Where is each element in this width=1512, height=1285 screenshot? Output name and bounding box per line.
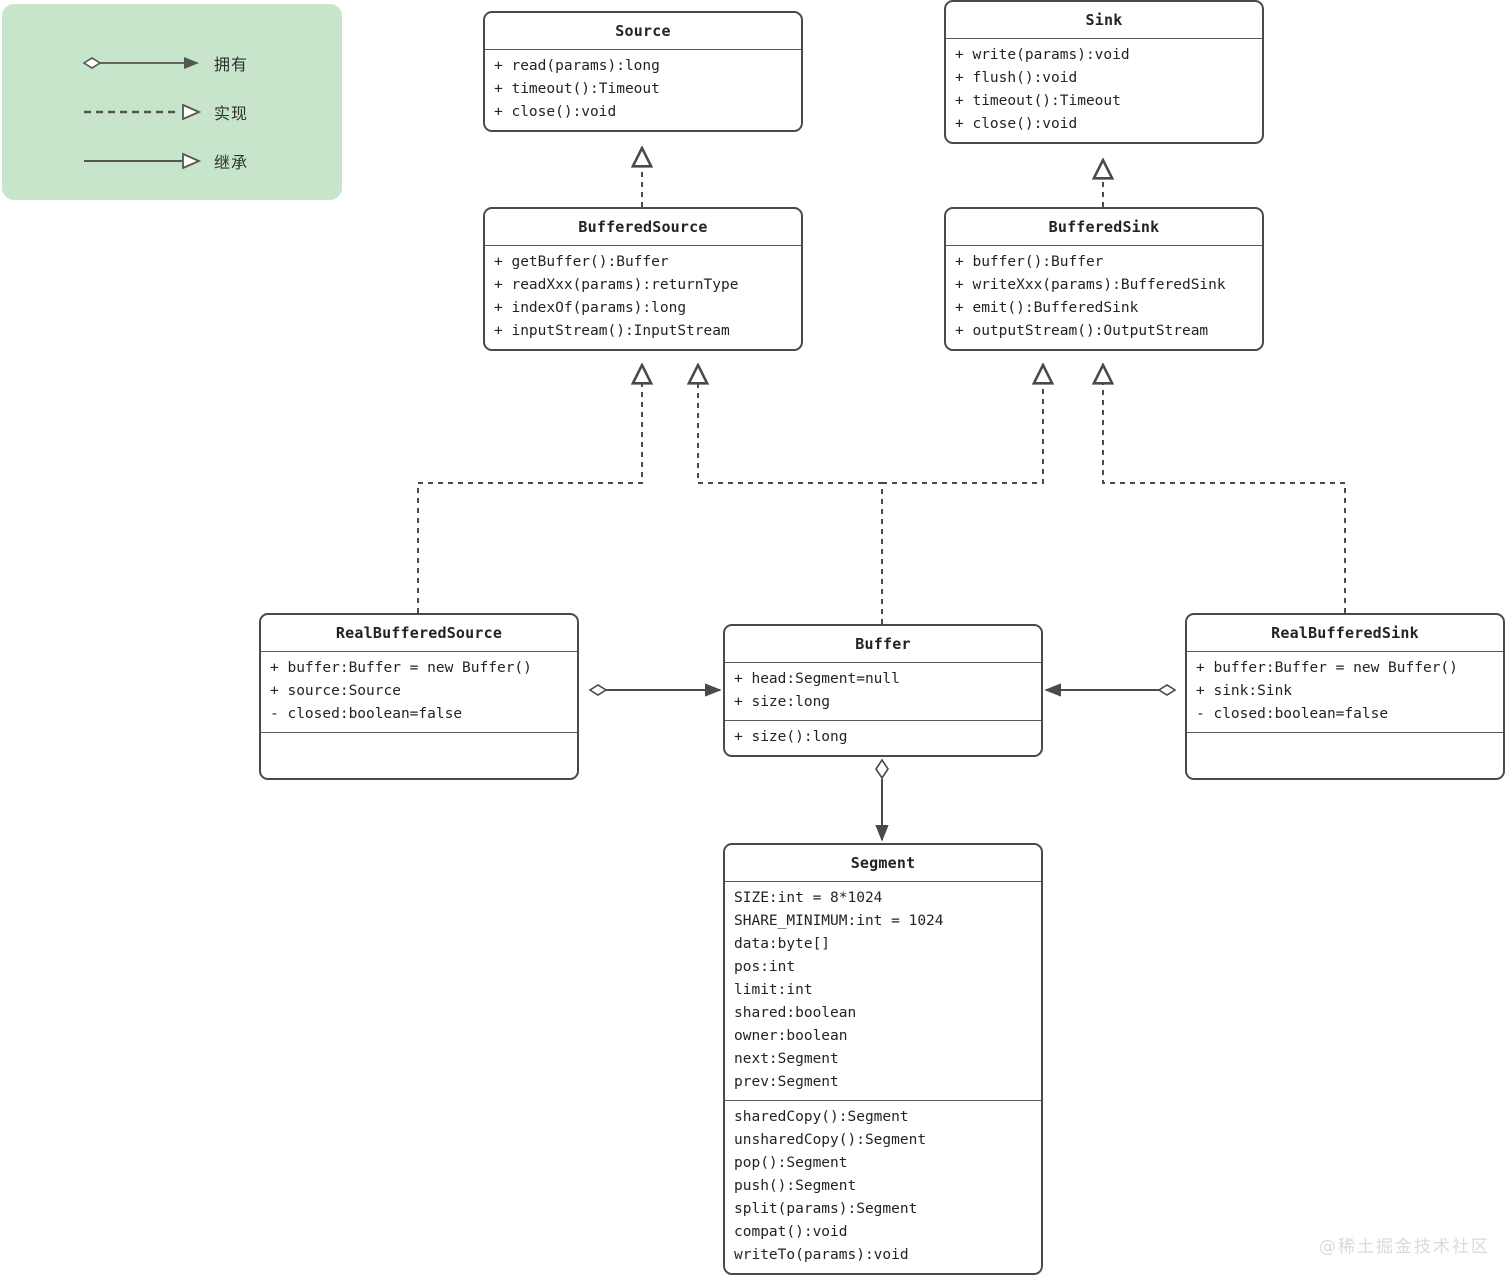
class-box-realbufferedsource[interactable]: RealBufferedSource + buffer:Buffer = new… — [259, 613, 579, 780]
legend-label-inheritance: 继承 — [214, 153, 249, 172]
member-row: + size:long — [734, 694, 831, 710]
class-attributes-buffer: + head:Segment=null + size:long — [725, 663, 1041, 721]
class-title-sink: Sink — [946, 2, 1262, 39]
class-title-realbufferedsink: RealBufferedSink — [1187, 615, 1503, 652]
member-row: + write(params):void — [955, 47, 1130, 63]
class-box-bufferedsink[interactable]: BufferedSink + buffer():Buffer + writeXx… — [944, 207, 1264, 351]
class-title-bufferedsink: BufferedSink — [946, 209, 1262, 246]
member-row: SHARE_MINIMUM:int = 1024 — [734, 913, 944, 929]
class-attributes-realbufferedsink: + buffer:Buffer = new Buffer() + sink:Si… — [1187, 652, 1503, 733]
watermark: @稀土掘金技术社区 — [1319, 1237, 1490, 1257]
class-methods-buffer: + size():long — [725, 721, 1041, 755]
member-row: + flush():void — [955, 70, 1078, 86]
member-row: writeTo(params):void — [734, 1247, 909, 1263]
member-row: + buffer():Buffer — [955, 254, 1104, 270]
legend-label-aggregation: 拥有 — [214, 55, 249, 74]
edge-realbufferedsource-realizes-bufferedsource — [417, 365, 642, 613]
class-box-source[interactable]: Source + read(params):long + timeout():T… — [483, 11, 803, 132]
member-row: + head:Segment=null — [734, 671, 900, 687]
member-row: + buffer:Buffer = new Buffer() — [270, 660, 532, 676]
member-row: compat():void — [734, 1224, 848, 1240]
class-methods-bufferedsink: + buffer():Buffer + writeXxx(params):Buf… — [946, 246, 1262, 349]
member-row: + sink:Sink — [1196, 683, 1293, 699]
class-methods-bufferedsource: + getBuffer():Buffer + readXxx(params):r… — [485, 246, 801, 349]
class-title-realbufferedsource: RealBufferedSource — [261, 615, 577, 652]
member-row: + readXxx(params):returnType — [494, 277, 739, 293]
class-box-buffer[interactable]: Buffer + head:Segment=null + size:long +… — [723, 624, 1043, 757]
diamond-realbufferedsource-buffer — [588, 684, 608, 696]
member-row: owner:boolean — [734, 1028, 848, 1044]
member-row: shared:boolean — [734, 1005, 857, 1021]
member-row: prev:Segment — [734, 1074, 839, 1090]
legend-item-inheritance: 继承 — [2, 146, 342, 176]
member-row: + indexOf(params):long — [494, 300, 687, 316]
member-row: + buffer:Buffer = new Buffer() — [1196, 660, 1458, 676]
class-methods-sink: + write(params):void + flush():void + ti… — [946, 39, 1262, 142]
class-title-bufferedsource: BufferedSource — [485, 209, 801, 246]
class-title-source: Source — [485, 13, 801, 50]
class-methods-realbufferedsource — [261, 733, 577, 778]
diamond-buffer-segment — [875, 758, 889, 780]
member-row: limit:int — [734, 982, 813, 998]
class-box-bufferedsource[interactable]: BufferedSource + getBuffer():Buffer + re… — [483, 207, 803, 351]
inheritance-arrow-icon — [84, 152, 202, 170]
member-row: SIZE:int = 8*1024 — [734, 890, 883, 906]
member-row: data:byte[] — [734, 936, 831, 952]
legend-label-realization: 实现 — [214, 104, 249, 123]
member-row: pop():Segment — [734, 1155, 848, 1171]
member-row: + writeXxx(params):BufferedSink — [955, 277, 1226, 293]
member-row: sharedCopy():Segment — [734, 1109, 909, 1125]
member-row: + timeout():Timeout — [955, 93, 1121, 109]
class-methods-source: + read(params):long + timeout():Timeout … — [485, 50, 801, 130]
legend-item-realization: 实现 — [2, 97, 342, 127]
class-methods-realbufferedsink — [1187, 733, 1503, 778]
class-attributes-segment: SIZE:int = 8*1024 SHARE_MINIMUM:int = 10… — [725, 882, 1041, 1101]
member-row: next:Segment — [734, 1051, 839, 1067]
class-methods-segment: sharedCopy():Segment unsharedCopy():Segm… — [725, 1101, 1041, 1273]
member-row: + close():void — [955, 116, 1078, 132]
member-row: + inputStream():InputStream — [494, 323, 730, 339]
member-row: + getBuffer():Buffer — [494, 254, 669, 270]
aggregation-arrow-icon — [82, 57, 199, 69]
member-row: - closed:boolean=false — [270, 706, 463, 722]
class-attributes-realbufferedsource: + buffer:Buffer = new Buffer() + source:… — [261, 652, 577, 733]
class-box-realbufferedsink[interactable]: RealBufferedSink + buffer:Buffer = new B… — [1185, 613, 1505, 780]
member-row: - closed:boolean=false — [1196, 706, 1389, 722]
member-row: push():Segment — [734, 1178, 857, 1194]
member-row: pos:int — [734, 959, 796, 975]
edge-buffer-realizes-bufferedsource — [698, 365, 883, 624]
edge-buffer-realizes-bufferedsink — [882, 365, 1043, 484]
member-row: + emit():BufferedSink — [955, 300, 1139, 316]
class-box-sink[interactable]: Sink + write(params):void + flush():void… — [944, 0, 1264, 144]
member-row: split(params):Segment — [734, 1201, 918, 1217]
legend-panel: 拥有 实现 继承 — [2, 4, 342, 200]
member-row: + outputStream():OutputStream — [955, 323, 1209, 339]
class-title-buffer: Buffer — [725, 626, 1041, 663]
member-row: + close():void — [494, 104, 617, 120]
class-box-segment[interactable]: Segment SIZE:int = 8*1024 SHARE_MINIMUM:… — [723, 843, 1043, 1275]
realization-arrow-icon — [84, 103, 202, 121]
member-row: + source:Source — [270, 683, 401, 699]
member-row: + timeout():Timeout — [494, 81, 660, 97]
diamond-realbufferedsink-buffer — [1157, 684, 1177, 696]
member-row: + size():long — [734, 729, 848, 745]
class-title-segment: Segment — [725, 845, 1041, 882]
member-row: + read(params):long — [494, 58, 660, 74]
legend-item-aggregation: 拥有 — [2, 48, 342, 78]
edge-realbufferedsink-realizes-bufferedsink — [1103, 365, 1346, 613]
member-row: unsharedCopy():Segment — [734, 1132, 927, 1148]
